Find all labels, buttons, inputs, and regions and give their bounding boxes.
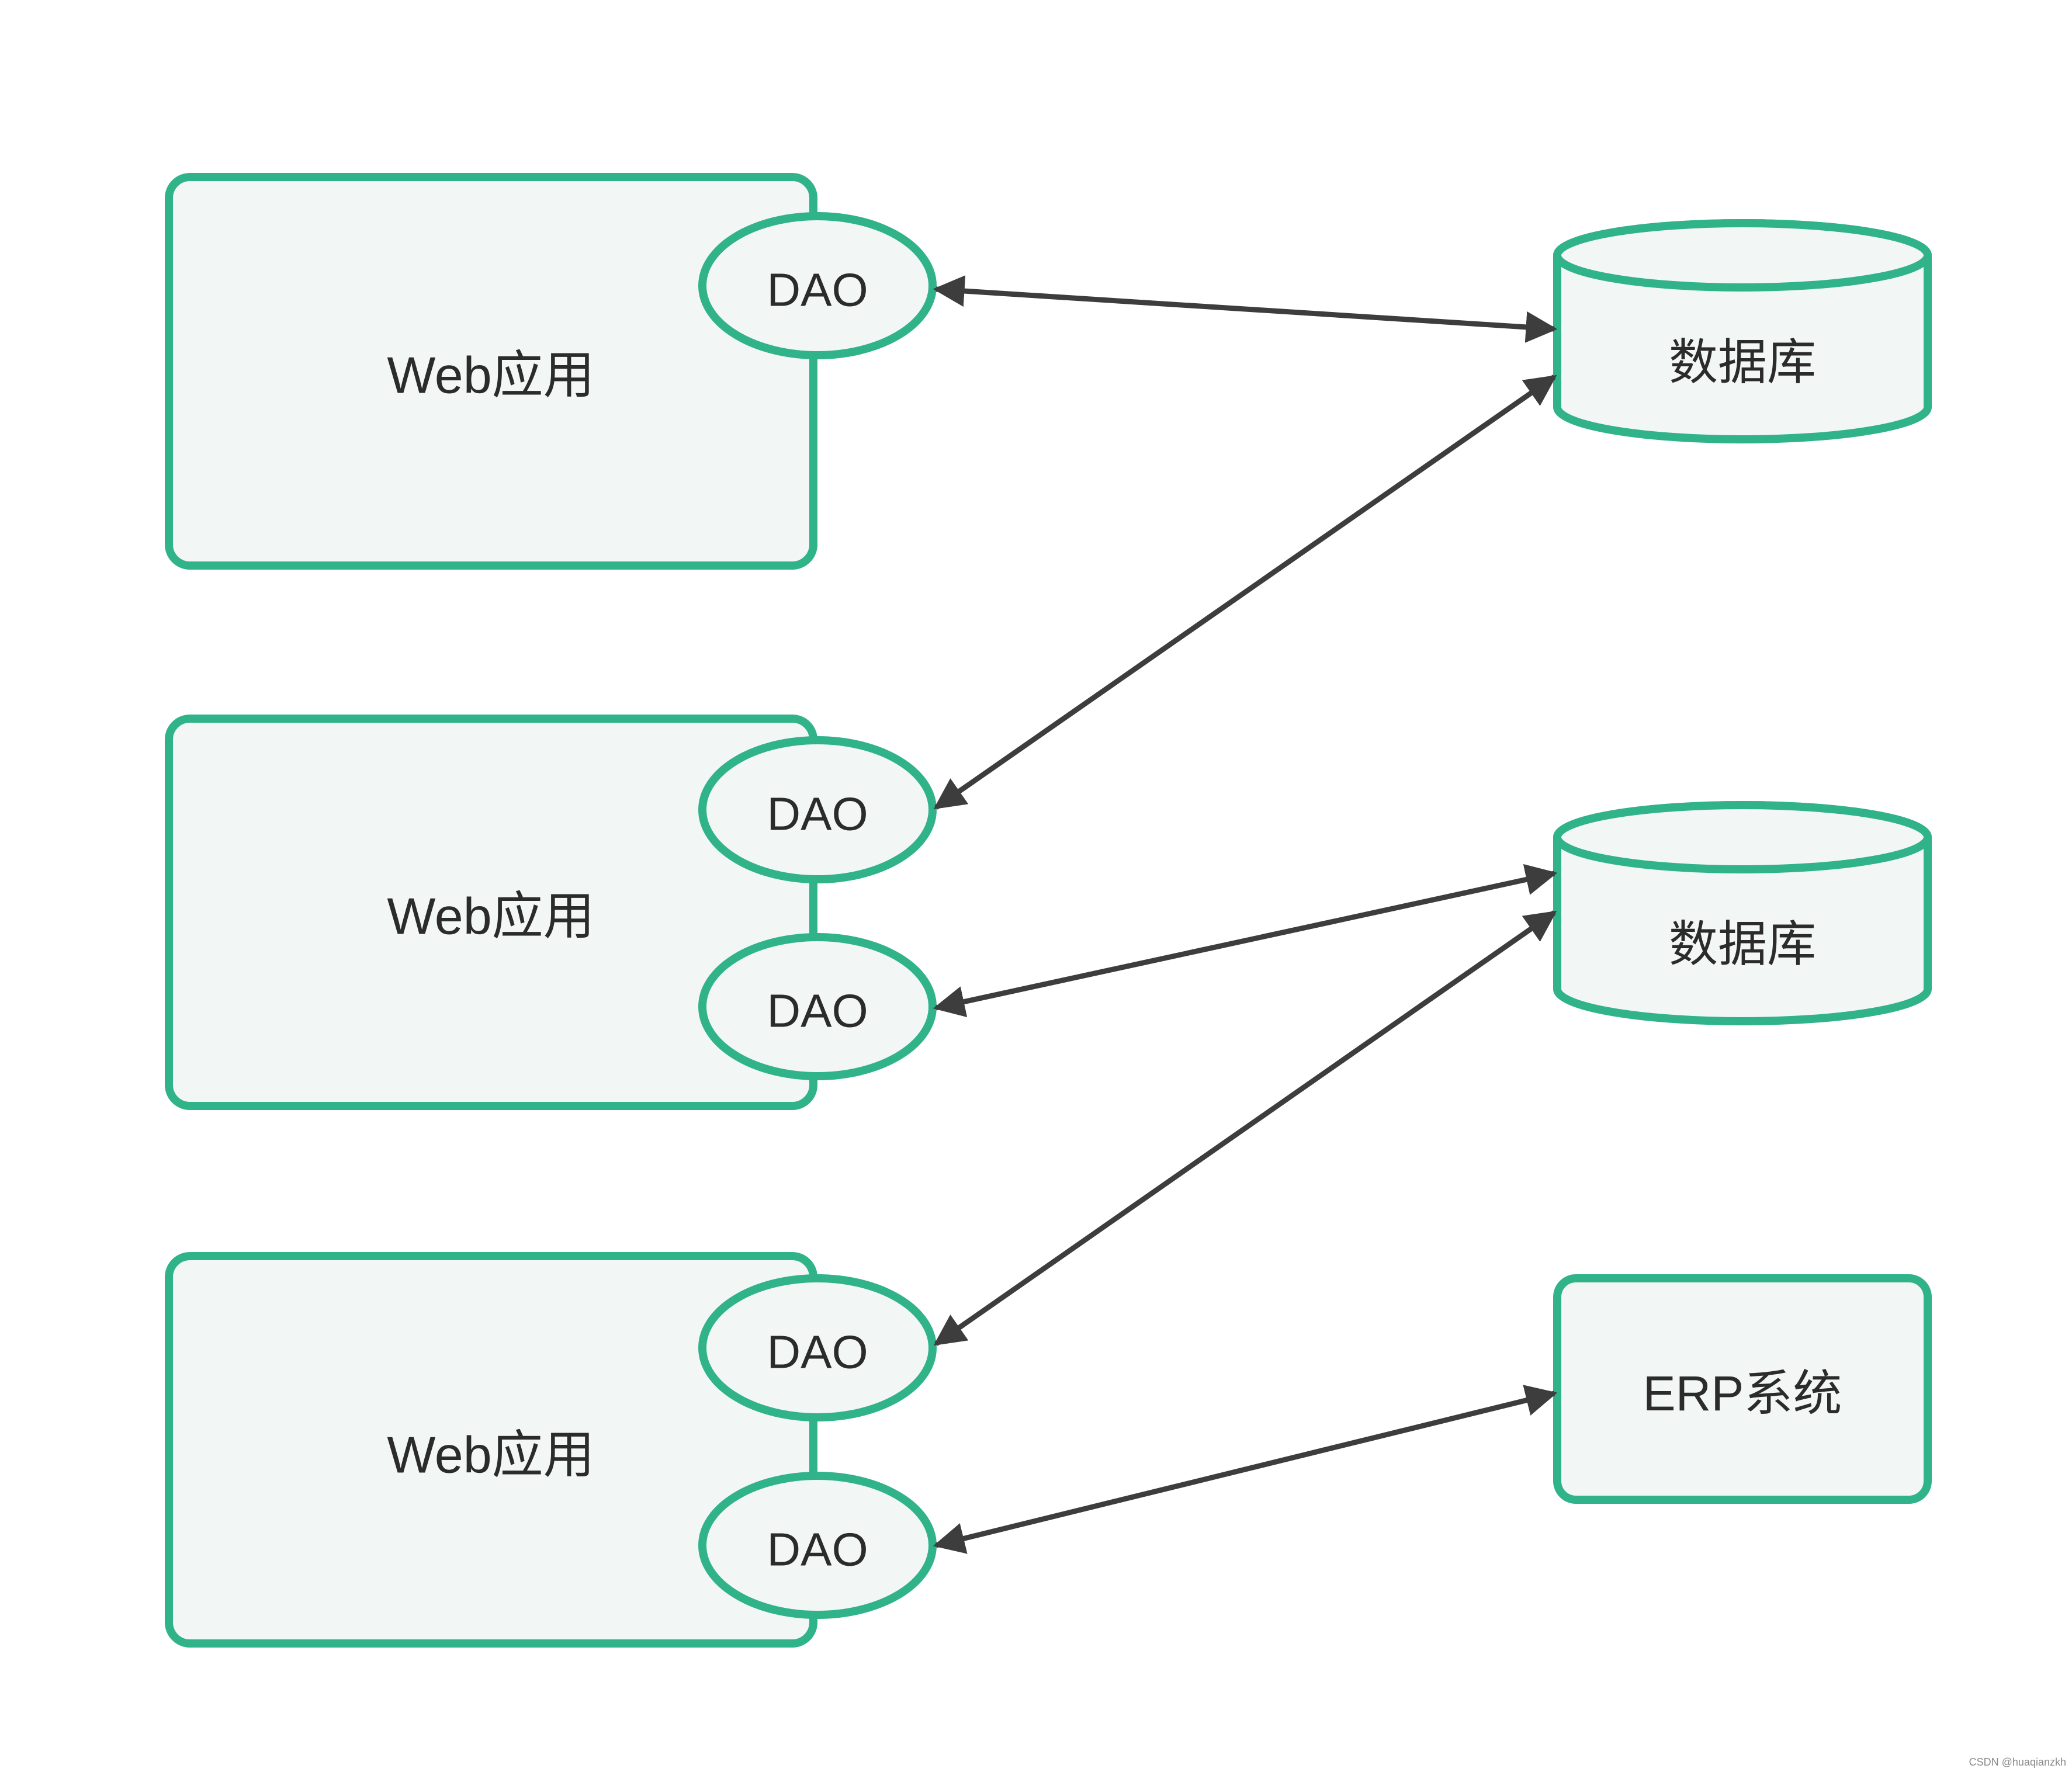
web-app-box xyxy=(165,1252,817,1648)
database-label: 数据库 xyxy=(1669,335,1816,390)
web-app-box xyxy=(165,715,817,1110)
dao-ellipse xyxy=(698,1472,937,1619)
edge-app3-dao1-to-database-2 xyxy=(933,910,1557,1346)
dao-label: DAO xyxy=(767,985,868,1037)
database-2: 数据库 xyxy=(1553,801,1932,1025)
dao-ellipse xyxy=(698,212,937,359)
database-label: 数据库 xyxy=(1669,917,1816,972)
dao-1: DAO xyxy=(698,212,937,359)
web-app-1: Web应用 DAO xyxy=(165,173,937,570)
web-app-label: Web应用 xyxy=(387,887,594,945)
watermark: CSDN @huaqianzkh xyxy=(1969,1756,2066,1768)
dao-2: DAO xyxy=(698,933,937,1080)
dao-label: DAO xyxy=(767,1326,868,1378)
web-app-label: Web应用 xyxy=(387,346,594,404)
dao-2: DAO xyxy=(698,1472,937,1619)
web-app-label: Web应用 xyxy=(387,1426,594,1484)
dao-label: DAO xyxy=(767,788,868,840)
dao-ellipse xyxy=(698,1274,937,1421)
dao-ellipse xyxy=(698,933,937,1080)
edge-app1-dao1-to-database-1 xyxy=(933,275,1558,343)
database-1: 数据库 xyxy=(1553,219,1932,443)
dao-1: DAO xyxy=(698,1274,937,1421)
web-app-box xyxy=(165,173,817,570)
edge-app2-dao1-to-database-1 xyxy=(933,374,1557,810)
erp-system: ERP系统 xyxy=(1553,1274,1932,1504)
dao-label: DAO xyxy=(767,1524,868,1576)
dao-label: DAO xyxy=(767,264,868,316)
erp-label: ERP系统 xyxy=(1643,1366,1842,1421)
database-top xyxy=(1553,219,1932,292)
dao-1: DAO xyxy=(698,736,937,883)
dao-ellipse xyxy=(698,736,937,883)
edge-app2-dao2-to-database-2 xyxy=(933,864,1558,1018)
web-app-3: Web应用 DAO DAO xyxy=(165,1252,937,1648)
connections xyxy=(933,275,1558,1554)
database-top xyxy=(1553,801,1932,873)
edge-app3-dao2-to-erp xyxy=(933,1385,1558,1554)
web-app-2: Web应用 DAO DAO xyxy=(165,715,937,1110)
